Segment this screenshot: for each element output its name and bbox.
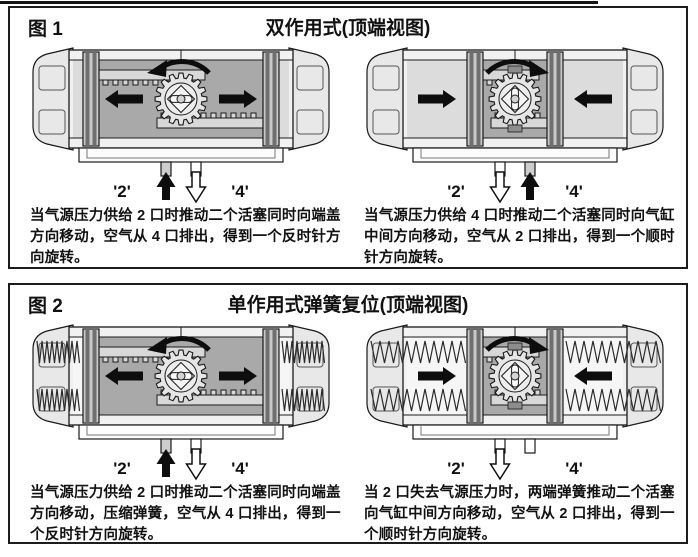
diagram-cell-double-acting-cw: '2' '4' 当气源压力供给 4 口时推动二个活塞同时向气缸中间方向移动，空气从…	[348, 40, 682, 269]
air-exhaust-arrow-icon	[489, 171, 511, 204]
port-2-label: '2'	[113, 459, 131, 478]
figure-2-label: 图 2	[28, 296, 63, 317]
diagram-cell-spring-return-cw: '2' '4' 当 2 口失去气源压力时，两端弹簧推动二个活塞向气缸中间方向移动，…	[348, 317, 682, 546]
actuator-diagram-spring-return-cw: '2' '4'	[366, 324, 664, 481]
air-exhaust-arrow-icon	[489, 448, 511, 481]
air-exhaust-arrow-icon	[185, 448, 207, 481]
port-4-label: '4'	[231, 182, 249, 201]
port-2-label: '2'	[447, 459, 465, 478]
figure-1-title: 双作用式(顶端视图)	[265, 18, 431, 39]
port-4-label: '4'	[565, 459, 583, 478]
actuator-diagram-double-acting-ccw: '2' '4'	[32, 47, 330, 204]
port-4-label: '4'	[565, 182, 583, 201]
diagram-caption: 当 2 口失去气源压力时，两端弹簧推动二个活塞向气缸中间方向移动，空气从 2 口…	[364, 485, 675, 543]
figure-1-label: 图 1	[28, 19, 63, 40]
diagram-caption: 当气源压力供给 2 口时推动二个活塞同时向端盖方向移动，空气从 4 口排出，得到…	[30, 208, 341, 266]
figure-2-title: 单作用式弹簧复位(顶端视图)	[227, 295, 469, 316]
figure-2-diagram-row: '2' '4' 当气源压力供给 2 口时推动二个活塞同时向端盖方向移动，压缩弹簧，…	[10, 317, 686, 546]
air-supply-arrow-icon	[520, 172, 540, 200]
air-exhaust-arrow-icon	[185, 171, 207, 204]
figure-1-diagram-row: '2' '4' 当气源压力供给 2 口时推动二个活塞同时向端盖方向移动，空气从 4…	[10, 40, 686, 269]
air-supply-arrow-icon	[156, 449, 176, 477]
diagram-caption: 当气源压力供给 4 口时推动二个活塞同时向气缸中间方向移动，空气从 2 口排出，…	[364, 208, 675, 266]
port-4-label: '4'	[231, 459, 249, 478]
port-2-label: '2'	[113, 182, 131, 201]
actuator-diagram-double-acting-cw: '2' '4'	[366, 47, 664, 204]
diagram-caption: 当气源压力供给 2 口时推动二个活塞同时向端盖方向移动，压缩弹簧，空气从 4 口…	[30, 485, 341, 543]
figure-2-header: 图 2 单作用式弹簧复位(顶端视图)	[10, 290, 686, 317]
top-rule	[0, 1, 598, 4]
diagram-cell-double-acting-ccw: '2' '4' 当气源压力供给 2 口时推动二个活塞同时向端盖方向移动，空气从 4…	[14, 40, 348, 269]
port-2-label: '2'	[447, 182, 465, 201]
actuator-diagram-spring-return-ccw: '2' '4'	[32, 324, 330, 481]
figure-1-header: 图 1 双作用式(顶端视图)	[10, 13, 686, 40]
figure-1-panel: 图 1 双作用式(顶端视图) '2' '4' 当气源压力供给 2 口时推动二个活塞…	[8, 6, 688, 269]
air-supply-arrow-icon	[156, 172, 176, 200]
diagram-cell-spring-return-ccw: '2' '4' 当气源压力供给 2 口时推动二个活塞同时向端盖方向移动，压缩弹簧，…	[14, 317, 348, 546]
figure-2-panel: 图 2 单作用式弹簧复位(顶端视图) '2' '4' 当气源压力供给 2 口时推动…	[8, 283, 688, 544]
